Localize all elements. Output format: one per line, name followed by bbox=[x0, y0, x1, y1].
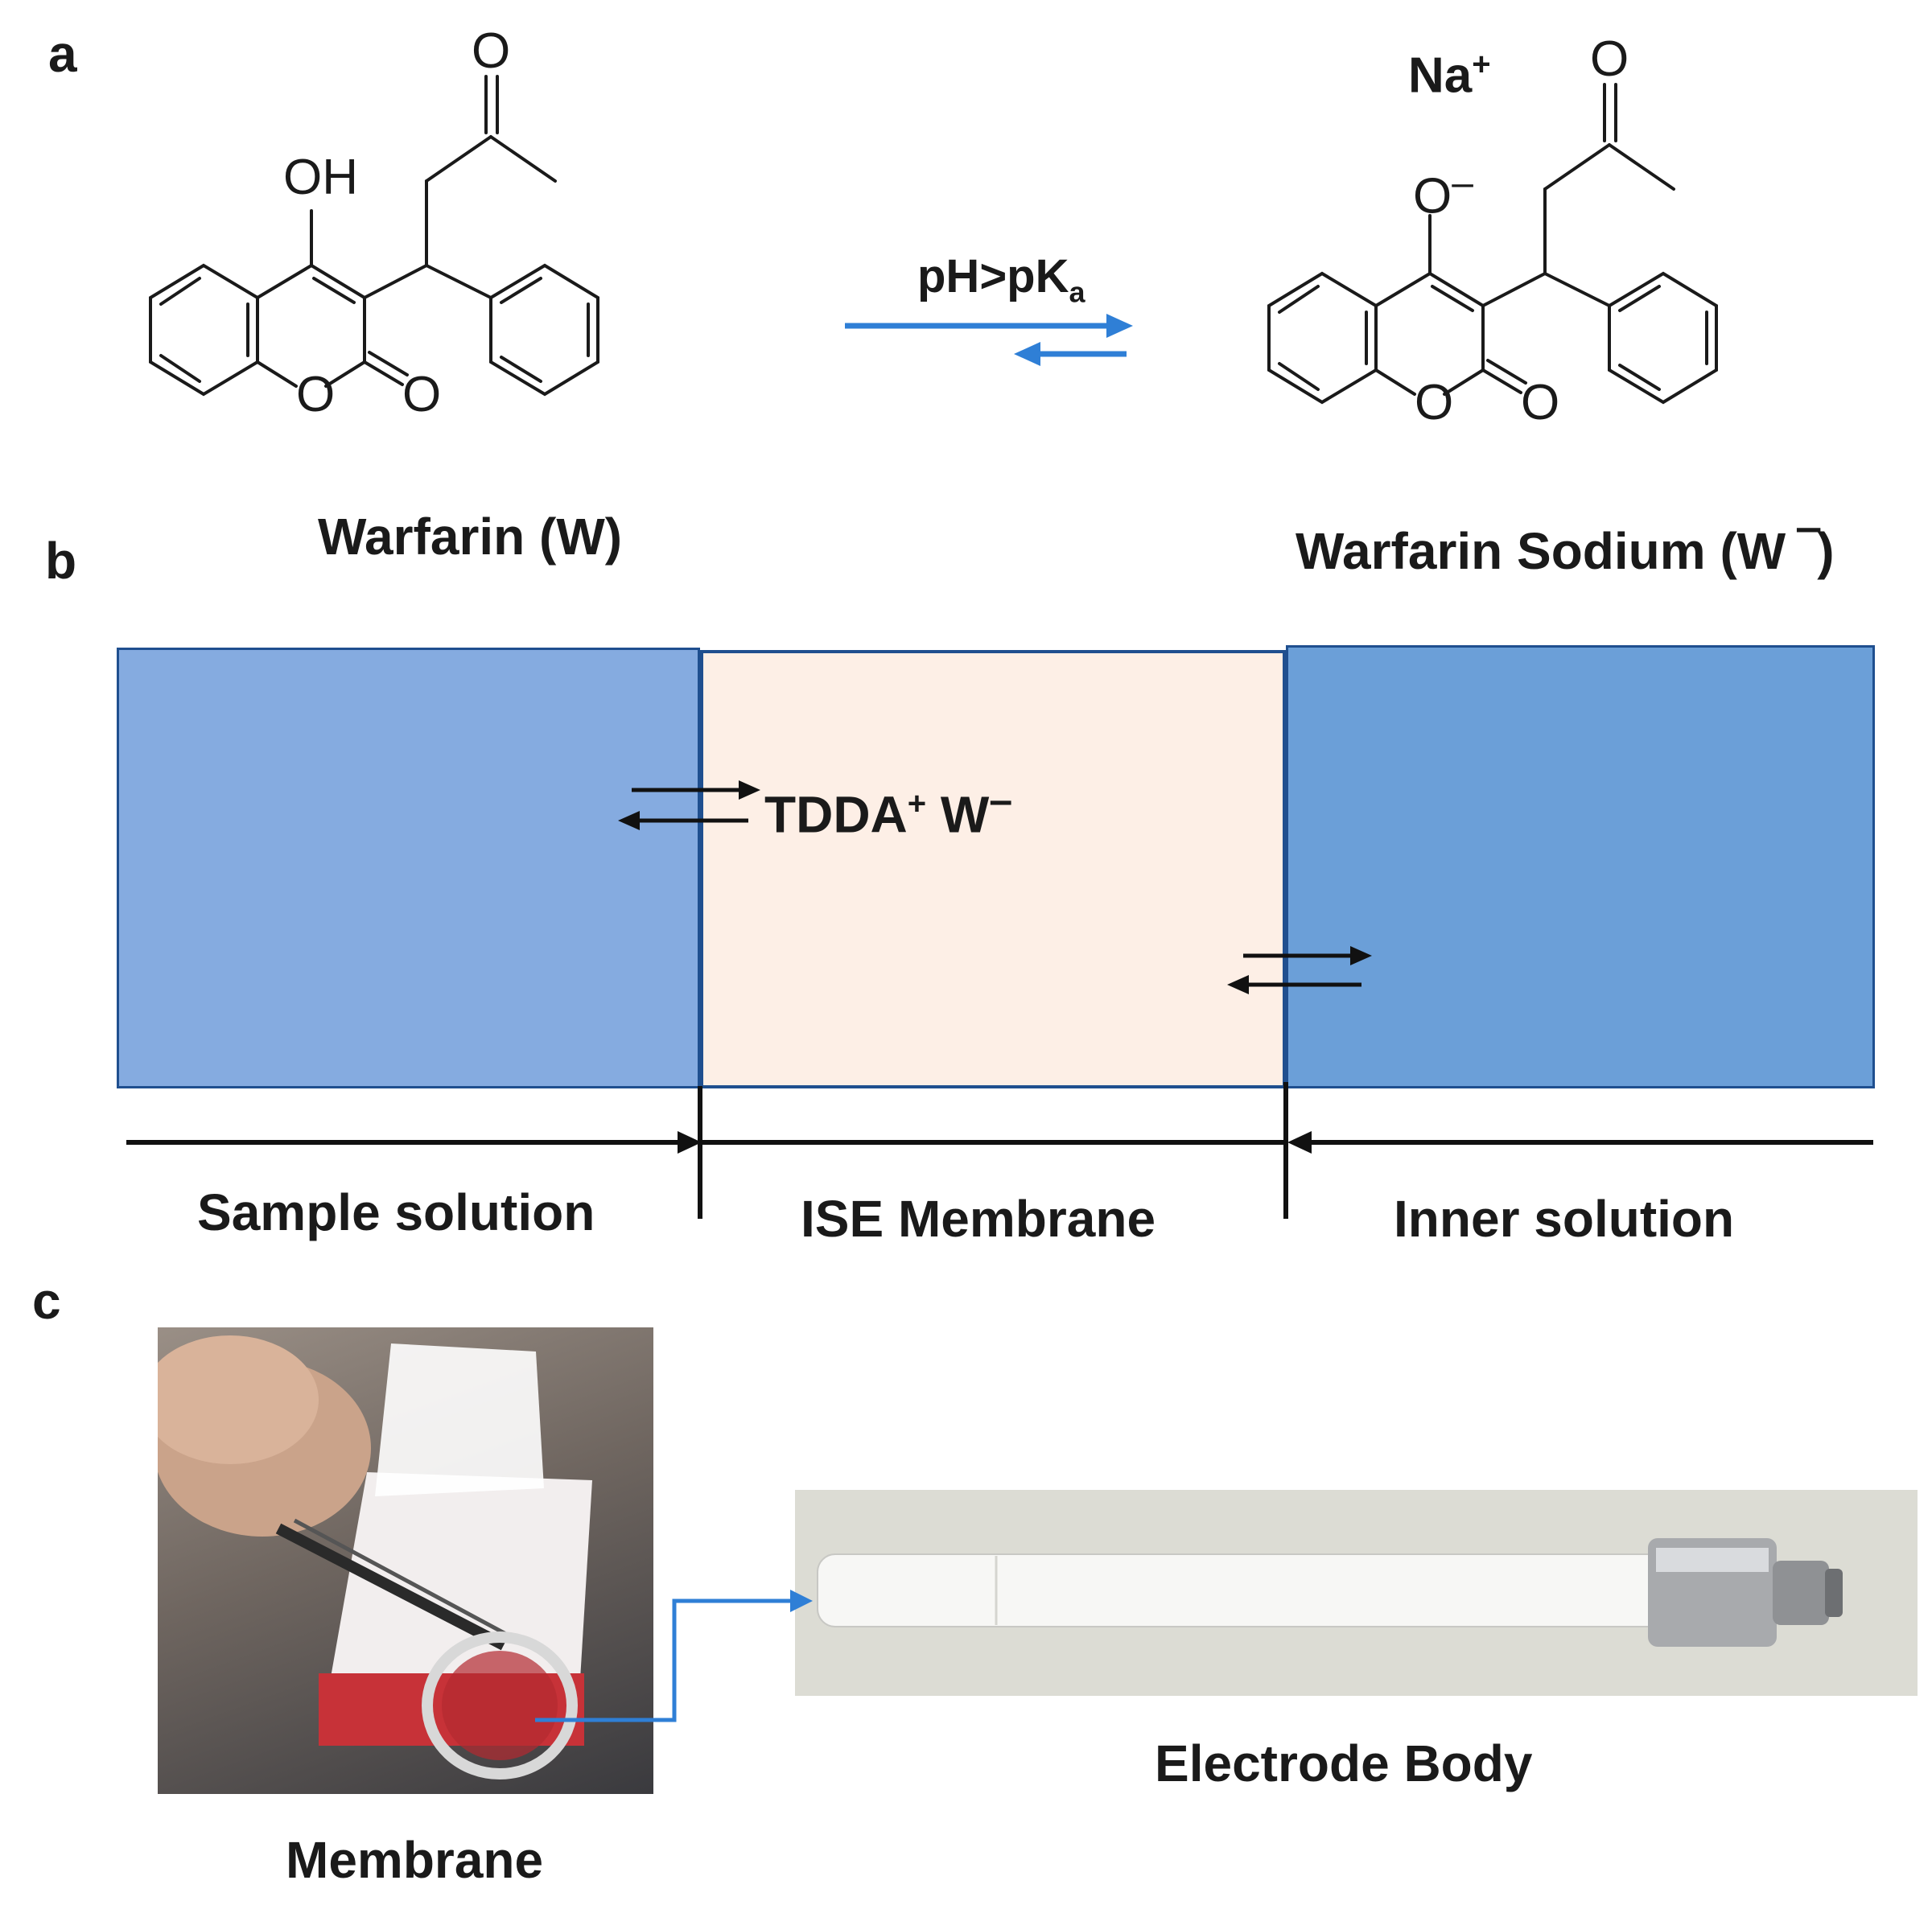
region-label-sample: Sample solution bbox=[197, 1183, 595, 1241]
panel-label-a: a bbox=[48, 25, 77, 83]
panel-label-b: b bbox=[45, 532, 77, 590]
phenoxide-oxygen-label: O– bbox=[1413, 162, 1473, 224]
warfarin-sodium-name: Warfarin Sodium (W ‾) bbox=[1296, 522, 1835, 580]
panel-label-c: c bbox=[32, 1272, 61, 1330]
equilibrium-arrows bbox=[845, 314, 1133, 366]
ion-pair-complex: TDDA+ W– bbox=[764, 777, 1013, 844]
ring-oxygen-label: O bbox=[296, 367, 336, 422]
product-ring-oxygen-label: O bbox=[1415, 375, 1454, 430]
phenyl-ring bbox=[489, 263, 599, 397]
region-dimension-arrows bbox=[126, 1082, 1873, 1219]
hydroxyl-label: OH bbox=[283, 150, 358, 205]
warfarin-structure bbox=[149, 75, 599, 397]
region-label-inner: Inner solution bbox=[1394, 1190, 1735, 1248]
membrane-photo bbox=[158, 1327, 653, 1794]
product-carbonyl-oxygen-label: O bbox=[1521, 375, 1560, 430]
membrane-caption: Membrane bbox=[286, 1831, 544, 1889]
carbonyl-oxygen-label: O bbox=[402, 367, 442, 422]
warfarin-sodium-structure bbox=[1267, 83, 1718, 405]
interface-arrows bbox=[126, 780, 1873, 1219]
membrane-disc bbox=[422, 1631, 578, 1780]
electrode-body-photo bbox=[795, 1490, 1918, 1696]
electrode-caption: Electrode Body bbox=[1155, 1734, 1533, 1792]
region-label-membrane: ISE Membrane bbox=[801, 1190, 1156, 1248]
inner-solution-region bbox=[1286, 645, 1875, 1088]
ise-membrane-region bbox=[700, 650, 1286, 1088]
reaction-condition: pH>pKa bbox=[917, 250, 1085, 309]
warfarin-name: Warfarin (W) bbox=[318, 508, 623, 566]
sample-solution-region bbox=[117, 648, 700, 1088]
product-ketone-oxygen-label: O bbox=[1590, 31, 1629, 87]
sodium-counter-ion: Na+ bbox=[1408, 47, 1491, 104]
ketone-oxygen-label: O bbox=[472, 23, 511, 79]
